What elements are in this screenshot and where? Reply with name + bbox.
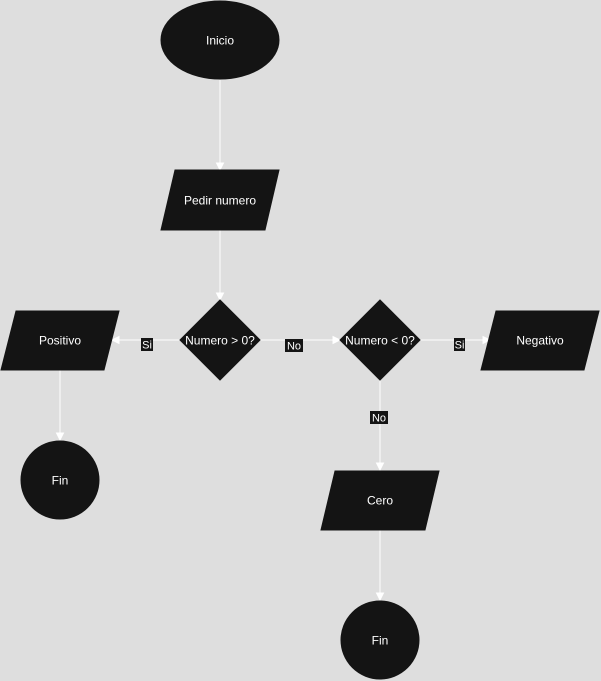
edges [55,80,492,602]
node-output-positive[interactable]: Positivo [0,310,120,371]
edge-decision-negative-yes [420,335,492,345]
node-decision-positive[interactable]: Numero > 0? [179,299,261,381]
node-input[interactable]: Pedir numero [160,169,280,231]
node-output-zero[interactable]: Cero [320,470,440,531]
edge-label-lt-no: No [370,411,388,425]
edge-input-to-decision-positive [215,230,225,302]
node-output-zero-label: Cero [367,494,393,508]
edge-labels: Si No Si No [141,338,465,425]
node-decision-negative[interactable]: Numero < 0? [339,299,421,381]
node-end-bottom[interactable]: Fin [340,600,420,680]
node-output-negative[interactable]: Negativo [480,310,600,371]
node-start-label: Inicio [206,34,234,48]
edge-decision-negative-no [375,380,385,472]
edge-label-gt-no-text: No [287,341,301,353]
node-start[interactable]: Inicio [160,0,280,80]
node-output-positive-label: Positivo [39,334,81,348]
edge-label-gt-no: No [285,339,303,353]
edge-label-lt-no-text: No [372,413,386,425]
node-output-negative-label: Negativo [516,334,564,348]
node-end-bottom-label: Fin [372,634,389,648]
node-end-left[interactable]: Fin [20,440,100,520]
node-decision-positive-label: Numero > 0? [185,334,255,348]
edge-zero-to-end [375,530,385,602]
edge-label-gt-yes-text: Si [142,340,152,352]
node-decision-negative-label: Numero < 0? [345,334,415,348]
edge-label-gt-yes: Si [141,338,153,352]
node-input-label: Pedir numero [184,194,256,208]
edge-positive-to-end [55,370,65,442]
edge-label-lt-yes: Si [454,338,465,352]
node-end-left-label: Fin [52,474,69,488]
edge-start-to-input [215,80,225,172]
edge-label-lt-yes-text: Si [455,340,465,352]
